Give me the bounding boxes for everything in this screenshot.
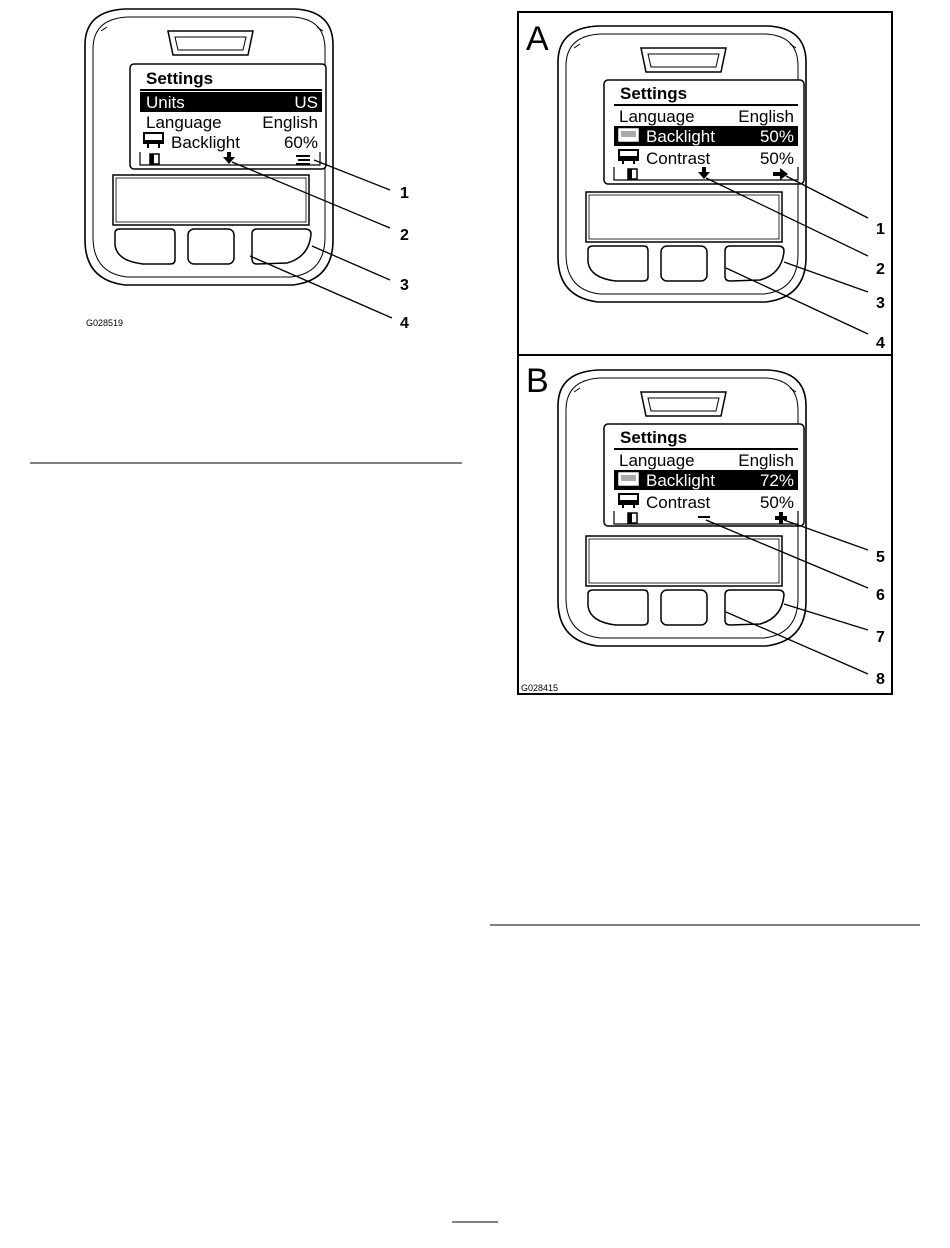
callout-1: 1 [400, 185, 409, 202]
panel-b: B Settings Language English Backlight 72… [521, 362, 885, 693]
callout-2: 2 [400, 227, 409, 244]
row-language-label: Language [619, 107, 695, 126]
callout-3: 3 [400, 277, 409, 294]
figure-code: G028415 [521, 683, 558, 693]
row-backlight-value: 60% [284, 133, 318, 152]
row-backlight-label: Backlight [646, 127, 715, 146]
callout-4: 4 [400, 315, 409, 332]
figure-right: A Settings Language English Backlight 50… [518, 12, 892, 694]
panel-letter-b: B [526, 362, 549, 400]
screen-title: Settings [146, 69, 213, 88]
row-language-label: Language [619, 451, 695, 470]
row-contrast-label: Contrast [646, 149, 711, 168]
row-units-value: US [294, 93, 318, 112]
row-contrast-label: Contrast [646, 493, 711, 512]
row-backlight-label: Backlight [646, 471, 715, 490]
row-language-value: English [738, 107, 794, 126]
screen-left: Settings Units US Language English Backl… [130, 64, 326, 169]
row-language-value: English [262, 113, 318, 132]
row-language-label: Language [146, 113, 222, 132]
row-contrast-value: 50% [760, 493, 794, 512]
row-language-value: English [738, 451, 794, 470]
panel-letter-a: A [526, 20, 549, 58]
row-backlight-label: Backlight [171, 133, 240, 152]
screen-panel-a: Settings Language English Backlight 50% [604, 80, 804, 184]
backlight-icon [619, 473, 638, 485]
minus-icon [698, 516, 710, 518]
callout-5: 5 [876, 549, 885, 566]
callout-7: 7 [876, 629, 885, 646]
callout-3: 3 [876, 295, 885, 312]
panel-a: A Settings Language English Backlight 50… [526, 20, 885, 352]
screen-title: Settings [620, 84, 687, 103]
callout-1: 1 [876, 221, 885, 238]
row-backlight-value: 50% [760, 127, 794, 146]
row-units-label: Units [146, 93, 185, 112]
row-backlight-value: 72% [760, 471, 794, 490]
backlight-icon [619, 129, 638, 141]
screen-panel-b: Settings Language English Backlight 72% [604, 424, 804, 526]
callout-6: 6 [876, 587, 885, 604]
row-contrast-value: 50% [760, 149, 794, 168]
figure-left: Settings Units US Language English Backl… [85, 9, 409, 332]
callout-2: 2 [876, 261, 885, 278]
screen-title: Settings [620, 428, 687, 447]
figure-code: G028519 [86, 318, 123, 328]
callout-8: 8 [876, 671, 885, 688]
callout-4: 4 [876, 335, 885, 352]
menu-icon [296, 155, 310, 165]
